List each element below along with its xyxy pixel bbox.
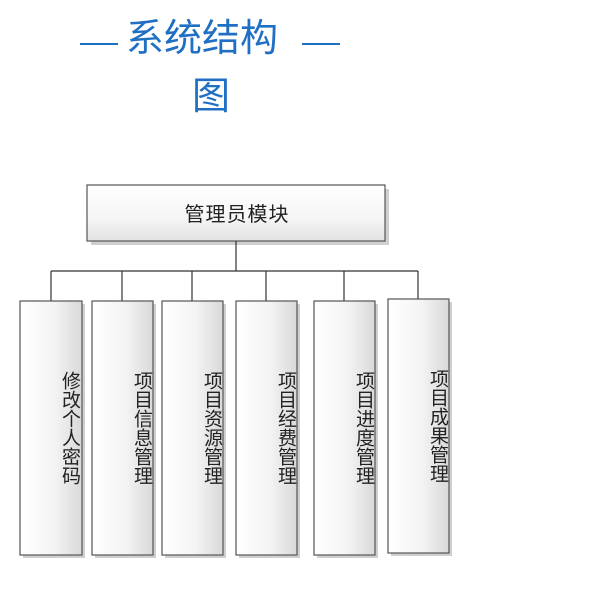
- child-node: [161, 300, 224, 556]
- title-line1: 系统结构: [126, 16, 279, 60]
- child-node: [387, 298, 450, 554]
- child-node-label: 项目资源管理: [201, 371, 223, 485]
- title-line2: 图: [192, 74, 231, 118]
- title-row: 系统结构: [76, 8, 356, 68]
- title-dash-right: [302, 43, 340, 45]
- child-node: [91, 300, 154, 556]
- child-node-label: 项目经费管理: [275, 371, 297, 485]
- child-node-label: 修改个人密码: [59, 371, 81, 485]
- root-node-label: 管理员模块: [184, 202, 290, 226]
- child-node-label: 项目信息管理: [131, 371, 153, 485]
- child-node: [313, 300, 376, 556]
- title-dash-left: [80, 43, 118, 45]
- child-node: [235, 300, 298, 556]
- child-node-label: 项目进度管理: [353, 371, 375, 485]
- child-node-label: 项目成果管理: [427, 369, 449, 483]
- child-node: [19, 300, 83, 556]
